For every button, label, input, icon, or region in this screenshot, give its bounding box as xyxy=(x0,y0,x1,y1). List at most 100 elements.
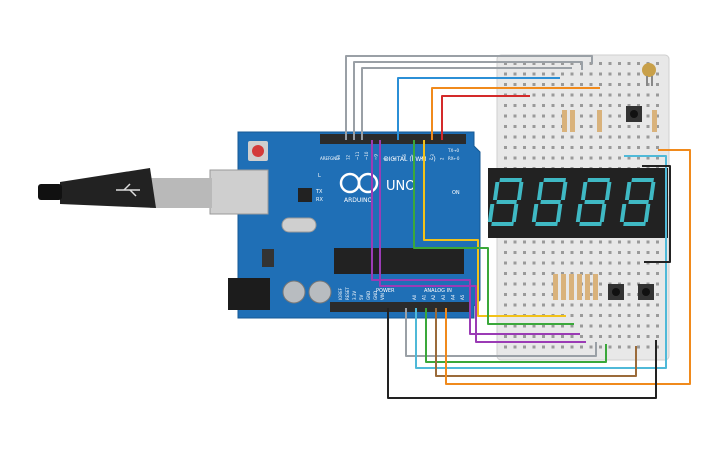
analog-pin-label-0: A0 xyxy=(412,294,417,300)
digital-header[interactable] xyxy=(320,134,466,144)
digit-2-segment-4 xyxy=(575,204,583,222)
digit-1-segment-0 xyxy=(543,178,566,182)
digit-0-segment-3 xyxy=(491,222,514,226)
digit-3-segment-6 xyxy=(628,200,649,204)
power-pin-label-4: GND xyxy=(366,291,371,300)
wire-purple-2[interactable] xyxy=(379,140,586,343)
arduino-logo-icon xyxy=(339,172,379,194)
digit-1-segment-6 xyxy=(540,200,561,204)
led-l-label: L xyxy=(318,173,321,179)
digit-3-segment-2 xyxy=(643,204,651,222)
wire-black-bottom[interactable] xyxy=(387,308,657,399)
analog-pin-label-1: A1 xyxy=(422,294,427,300)
wire-orange-top[interactable] xyxy=(431,87,600,140)
gnd-label: GND xyxy=(330,156,339,161)
wire-yellow[interactable] xyxy=(423,140,566,317)
digit-1-segment-2 xyxy=(555,204,563,222)
digital-pin-label-6: 7 xyxy=(392,157,397,160)
led-rx-label: RX xyxy=(316,197,323,203)
rx-label: RX←0 xyxy=(448,156,460,161)
usb-icon xyxy=(116,183,140,197)
power-pin-label-6: VIN xyxy=(380,293,385,300)
resistor-group-bottom xyxy=(553,274,598,300)
wires xyxy=(345,55,691,399)
power-pin-label-1: RESET xyxy=(345,287,350,300)
tx-label: TX→0 xyxy=(447,148,460,153)
wire-green-bottom[interactable] xyxy=(425,308,607,363)
wire-gray-3[interactable] xyxy=(361,67,572,140)
digital-pin-label-7: ~6 xyxy=(402,154,407,160)
arduino-uno-board[interactable]: ARDUINO UNO ON DIGITAL (PWM ~) POWER ANA… xyxy=(228,131,481,319)
digit-2-segment-6 xyxy=(584,200,605,204)
capacitor-1 xyxy=(282,280,306,304)
power-header-label: POWER xyxy=(376,288,395,294)
digit-3-segment-5 xyxy=(624,182,632,200)
power-analog-header[interactable] xyxy=(330,302,470,312)
wire-red-top[interactable] xyxy=(441,95,530,140)
digit-1-segment-3 xyxy=(535,222,558,226)
capacitor-2 xyxy=(308,280,332,304)
display-digits xyxy=(487,178,656,226)
brand-label: ARDUINO xyxy=(344,197,373,204)
wire-purple-1[interactable] xyxy=(371,140,580,335)
digit-2-segment-3 xyxy=(579,222,602,226)
wire-green-1[interactable] xyxy=(413,140,574,325)
model-label: UNO xyxy=(386,179,415,194)
digit-1-segment-1 xyxy=(560,182,568,200)
digital-pin-label-2: ~11 xyxy=(355,151,360,160)
digit-0-segment-4 xyxy=(487,204,495,222)
digit-2-segment-2 xyxy=(599,204,607,222)
analog-pin-label-4: A4 xyxy=(450,294,455,300)
analog-pin-label-3: A3 xyxy=(441,294,446,300)
wire-gray-2[interactable] xyxy=(353,61,583,140)
digit-0-segment-2 xyxy=(511,204,519,222)
digit-3-segment-1 xyxy=(648,182,656,200)
wire-brown-bottom[interactable] xyxy=(435,308,637,377)
digit-2-segment-0 xyxy=(587,178,610,182)
digital-pin-label-5: 8 xyxy=(383,157,388,160)
digit-3-segment-3 xyxy=(623,222,646,226)
power-pin-label-0: IOREF xyxy=(338,287,343,300)
digital-pin-label-1: 12 xyxy=(345,154,350,160)
digit-1-segment-4 xyxy=(531,204,539,222)
seven-segment-display[interactable] xyxy=(487,168,668,238)
led-tx-label: TX xyxy=(315,189,323,195)
digital-header-label: DIGITAL (PWM ~) xyxy=(384,156,436,163)
wire-blue-top[interactable] xyxy=(397,77,560,140)
digit-0-segment-1 xyxy=(516,182,524,200)
crystal xyxy=(281,217,317,233)
atmega-chip xyxy=(334,248,464,274)
wire-black-right[interactable] xyxy=(642,165,671,263)
digital-pin-label-0: 13 xyxy=(336,154,341,160)
wire-orange-bottom[interactable] xyxy=(445,149,691,385)
wire-cyan-bottom[interactable] xyxy=(415,155,667,369)
digit-0-segment-5 xyxy=(492,182,500,200)
power-pin-label-5: GND xyxy=(373,291,378,300)
power-pin-label-2: 3.3V xyxy=(352,291,357,300)
usb-cable[interactable] xyxy=(38,168,269,215)
analog-pin-label-5: A5 xyxy=(460,294,465,300)
digit-2-segment-5 xyxy=(580,182,588,200)
on-label: ON xyxy=(452,190,460,196)
digit-0-segment-6 xyxy=(496,200,517,204)
power-jack[interactable] xyxy=(228,278,270,310)
analog-pin-labels: A0 A1 A2 A3 A4 A5 xyxy=(412,294,465,300)
digital-pin-label-11: 2 xyxy=(439,157,444,160)
digit-3-segment-4 xyxy=(619,204,627,222)
digital-pin-label-10: ~3 xyxy=(430,154,435,160)
analog-header-label: ANALOG IN xyxy=(424,288,452,294)
wire-gray-1[interactable] xyxy=(345,55,593,140)
analog-pin-label-2: A2 xyxy=(431,294,436,300)
digit-3-segment-0 xyxy=(631,178,654,182)
digit-2-segment-1 xyxy=(604,182,612,200)
power-pin-label-3: 5V xyxy=(359,294,364,300)
digit-1-segment-5 xyxy=(536,182,544,200)
aref-label: AREF xyxy=(320,156,331,161)
led-component[interactable] xyxy=(642,63,656,86)
digital-pin-label-3: ~10 xyxy=(364,151,369,160)
breadboard-holes xyxy=(504,62,659,349)
wire-gray-bottom[interactable] xyxy=(405,308,597,357)
digital-pin-label-4: ~9 xyxy=(374,154,379,160)
